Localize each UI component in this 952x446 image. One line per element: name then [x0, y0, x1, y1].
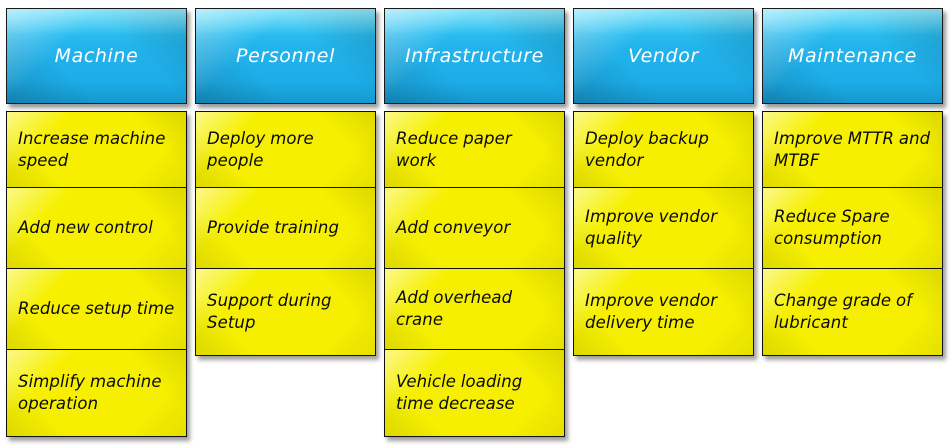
idea-card[interactable]: Reduce paper work — [384, 111, 565, 187]
idea-card-text: Increase machine speed — [18, 128, 166, 170]
idea-card-text: Support during Setup — [207, 291, 332, 332]
idea-card-text: Deploy more people — [207, 128, 314, 170]
category-column-infrastructure: Infrastructure Reduce paper work Add con… — [384, 8, 565, 437]
idea-card-text: Improve vendor delivery time — [585, 291, 718, 332]
idea-card-text: Reduce setup time — [18, 299, 175, 318]
idea-card-text: Add new control — [18, 218, 153, 237]
category-header-machine[interactable]: Machine — [6, 8, 187, 104]
idea-card[interactable]: Reduce setup time — [6, 268, 187, 349]
idea-card-text: Reduce paper work — [396, 128, 512, 170]
category-header-label: Vendor — [628, 45, 699, 67]
idea-card[interactable]: Vehicle loading time decrease — [384, 349, 565, 437]
idea-card-text: Add conveyor — [396, 218, 511, 237]
category-header-label: Personnel — [236, 45, 335, 67]
category-column-maintenance: Maintenance Improve MTTR and MTBF Reduce… — [762, 8, 943, 356]
category-header-vendor[interactable]: Vendor — [573, 8, 754, 104]
idea-card[interactable]: Deploy backup vendor — [573, 111, 754, 187]
category-header-personnel[interactable]: Personnel — [195, 8, 376, 104]
idea-card[interactable]: Add new control — [6, 187, 187, 268]
idea-card[interactable]: Improve vendor quality — [573, 187, 754, 268]
idea-card[interactable]: Improve MTTR and MTBF — [762, 111, 943, 187]
idea-card[interactable]: Support during Setup — [195, 268, 376, 356]
idea-card-text: Reduce Spare consumption — [774, 207, 890, 248]
category-header-infrastructure[interactable]: Infrastructure — [384, 8, 565, 104]
idea-card[interactable]: Add overhead crane — [384, 268, 565, 349]
card-stack-maintenance: Improve MTTR and MTBF Reduce Spare consu… — [762, 111, 943, 356]
card-stack-vendor: Deploy backup vendor Improve vendor qual… — [573, 111, 754, 356]
card-stack-personnel: Deploy more people Provide training Supp… — [195, 111, 376, 356]
idea-card-text: Improve vendor quality — [585, 207, 718, 248]
idea-card[interactable]: Simplify machine operation — [6, 349, 187, 437]
idea-card-text: Vehicle loading time decrease — [396, 372, 523, 413]
idea-card[interactable]: Change grade of lubricant — [762, 268, 943, 356]
category-header-label: Infrastructure — [405, 45, 544, 67]
idea-card[interactable]: Provide training — [195, 187, 376, 268]
idea-card-text: Change grade of lubricant — [774, 291, 913, 332]
category-column-personnel: Personnel Deploy more people Provide tra… — [195, 8, 376, 356]
idea-card[interactable]: Increase machine speed — [6, 111, 187, 187]
idea-card-text: Provide training — [207, 218, 340, 237]
card-stack-machine: Increase machine speed Add new control R… — [6, 111, 187, 437]
idea-card-text: Add overhead crane — [396, 288, 513, 329]
category-header-label: Machine — [54, 45, 139, 67]
category-header-label: Maintenance — [788, 45, 917, 67]
idea-card[interactable]: Reduce Spare consumption — [762, 187, 943, 268]
idea-card[interactable]: Improve vendor delivery time — [573, 268, 754, 356]
category-column-vendor: Vendor Deploy backup vendor Improve vend… — [573, 8, 754, 356]
idea-card-text: Simplify machine operation — [18, 372, 162, 413]
card-stack-infrastructure: Reduce paper work Add conveyor Add overh… — [384, 111, 565, 437]
idea-card[interactable]: Add conveyor — [384, 187, 565, 268]
idea-card-text: Deploy backup vendor — [585, 128, 709, 170]
category-column-machine: Machine Increase machine speed Add new c… — [6, 8, 187, 437]
idea-card[interactable]: Deploy more people — [195, 111, 376, 187]
idea-card-text: Improve MTTR and MTBF — [774, 128, 931, 170]
category-header-maintenance[interactable]: Maintenance — [762, 8, 943, 104]
